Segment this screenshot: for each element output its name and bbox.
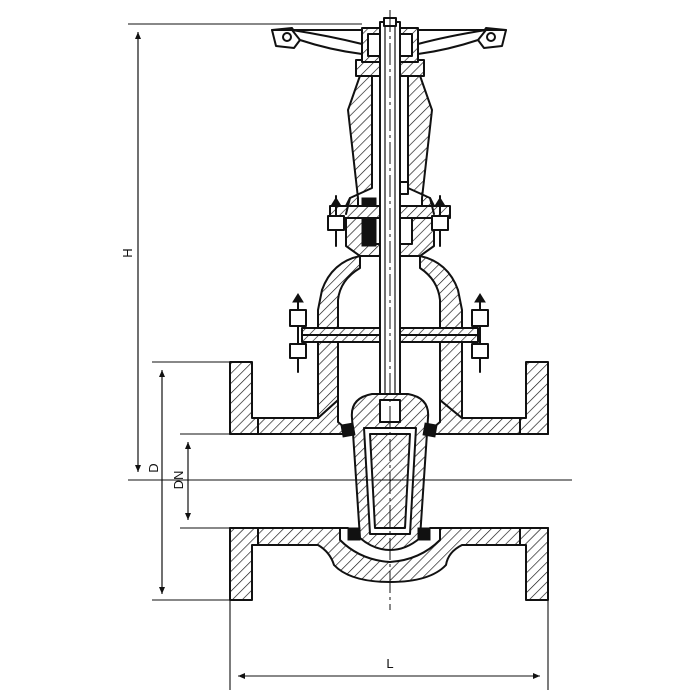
valve-body bbox=[229, 17, 549, 601]
left-flange bbox=[229, 361, 259, 435]
dimension-l: L bbox=[229, 600, 549, 690]
chamber-wall-left bbox=[317, 255, 361, 419]
dimension-h: H bbox=[120, 23, 362, 472]
right-flange bbox=[519, 361, 549, 435]
lower-body bbox=[257, 527, 521, 583]
dimension-dn-label: DN bbox=[171, 471, 186, 490]
yoke-left bbox=[345, 69, 373, 207]
dimension-d: D bbox=[146, 361, 230, 601]
flange-bolt-right bbox=[471, 293, 489, 373]
seat-ring-lower-right bbox=[417, 527, 431, 541]
seat-ring-upper-left bbox=[340, 422, 356, 438]
dimension-h-label: H bbox=[120, 248, 135, 257]
seat-ring-upper-right bbox=[422, 422, 438, 438]
dimension-d-label: D bbox=[146, 463, 161, 472]
gland-bolt-left bbox=[327, 195, 345, 247]
flange-bolt-left bbox=[289, 293, 307, 373]
dimension-dn: DN bbox=[171, 433, 230, 529]
dimension-l-label: L bbox=[386, 656, 393, 671]
seat-ring-lower-left bbox=[347, 527, 361, 541]
gland-bolt-right bbox=[431, 195, 449, 247]
yoke-right bbox=[407, 69, 435, 207]
left-flange-lower bbox=[229, 527, 259, 601]
right-flange-lower bbox=[519, 527, 549, 601]
